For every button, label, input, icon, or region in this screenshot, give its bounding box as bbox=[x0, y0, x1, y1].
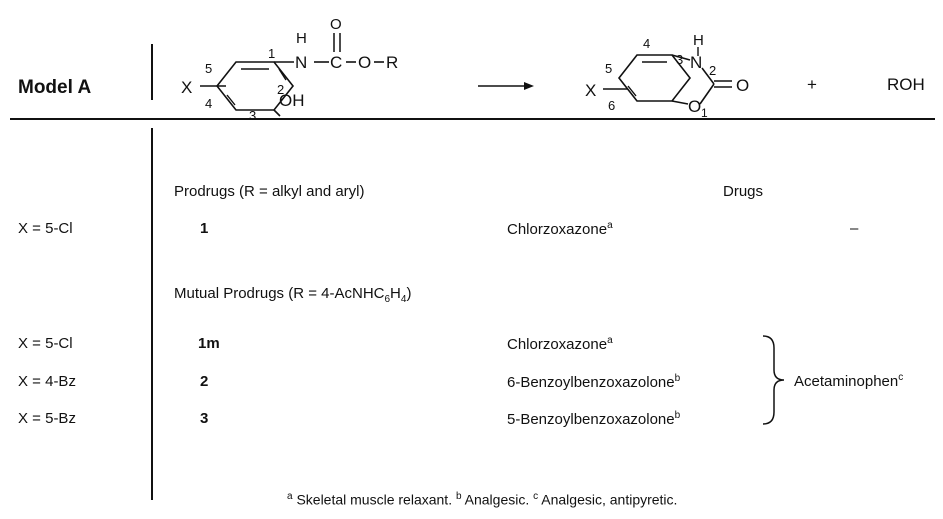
row-3-compound: 2 bbox=[200, 373, 209, 390]
svg-text:2: 2 bbox=[709, 63, 716, 78]
svg-text:1: 1 bbox=[701, 106, 708, 118]
row-4-x: X = 5-Bz bbox=[18, 410, 76, 427]
mutual-prodrugs-heading: Mutual Prodrugs (R = 4-AcNHC6H4) bbox=[174, 285, 412, 305]
svg-text:6: 6 bbox=[608, 98, 615, 113]
row-2-x: X = 5-Cl bbox=[18, 335, 73, 352]
row-2-drug: Chlorzoxazonea bbox=[507, 335, 613, 353]
reaction-arrow bbox=[478, 82, 534, 90]
prodrugs-heading: Prodrugs (R = alkyl and aryl) bbox=[174, 183, 365, 200]
svg-text:1: 1 bbox=[268, 46, 275, 61]
svg-text:O: O bbox=[330, 16, 342, 33]
body-divider-vertical bbox=[151, 128, 153, 500]
svg-text:O: O bbox=[358, 53, 371, 72]
row-3-x: X = 4-Bz bbox=[18, 373, 76, 390]
svg-text:O: O bbox=[688, 97, 701, 116]
svg-text:O: O bbox=[736, 76, 749, 95]
reactant-x: X bbox=[181, 78, 192, 97]
svg-text:4: 4 bbox=[205, 96, 212, 111]
reactant-structure: X 5 4 1 2 3 H N O C O R OH bbox=[181, 16, 398, 118]
drugs-heading: Drugs bbox=[723, 183, 764, 200]
svg-text:OH: OH bbox=[279, 91, 305, 110]
row-1-x: X = 5-Cl bbox=[18, 220, 73, 237]
row-4-compound: 3 bbox=[200, 410, 209, 427]
svg-text:H: H bbox=[296, 30, 307, 47]
svg-text:2: 2 bbox=[277, 82, 284, 97]
byproduct-roh: ROH bbox=[887, 75, 925, 94]
grouping-brace bbox=[762, 335, 785, 425]
svg-text:4: 4 bbox=[643, 36, 650, 51]
svg-text:C: C bbox=[330, 53, 342, 72]
header-divider-vertical bbox=[151, 44, 153, 100]
svg-text:N: N bbox=[295, 53, 307, 72]
footnote: a Skeletal muscle relaxant. b Analgesic.… bbox=[287, 491, 678, 508]
svg-text:5: 5 bbox=[605, 61, 612, 76]
svg-text:5: 5 bbox=[205, 61, 212, 76]
svg-text:R: R bbox=[386, 53, 398, 72]
row-3-drug: 6-Benzoylbenzoxazoloneb bbox=[507, 373, 681, 391]
svg-text:H: H bbox=[693, 32, 704, 49]
row-2-compound: 1m bbox=[198, 335, 220, 352]
row-1-rdrug: – bbox=[850, 220, 859, 237]
svg-text:3: 3 bbox=[676, 52, 683, 67]
svg-text:N: N bbox=[690, 53, 702, 72]
reaction-scheme: X 5 4 1 2 3 H N O C O R OH X 5 6 bbox=[181, 16, 925, 118]
plus-sign: + bbox=[807, 75, 817, 94]
product-x: X bbox=[585, 81, 596, 100]
row-4-drug: 5-Benzoylbenzoxazoloneb bbox=[507, 410, 681, 428]
svg-text:3: 3 bbox=[249, 108, 256, 118]
shared-drug-acetaminophen: Acetaminophenc bbox=[794, 372, 904, 390]
row-1-compound: 1 bbox=[200, 220, 209, 237]
model-label: Model A bbox=[18, 77, 92, 98]
row-1-drug: Chlorzoxazonea bbox=[507, 220, 613, 238]
header-rule bbox=[10, 118, 935, 120]
product-structure: X 5 6 4 3 H N 2 O O 1 bbox=[585, 32, 749, 118]
